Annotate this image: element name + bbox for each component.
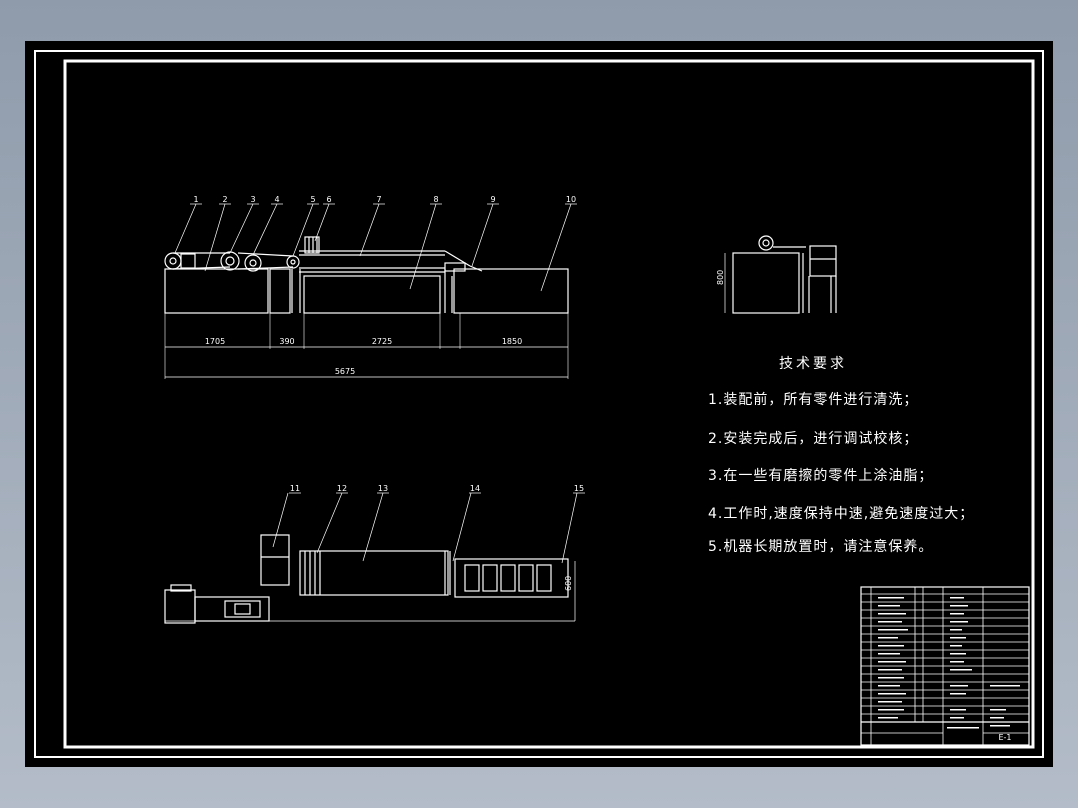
inner-frame bbox=[63, 59, 1035, 749]
top-view bbox=[164, 492, 578, 624]
end-frame bbox=[732, 252, 800, 314]
top-view-balloons: 11 12 13 14 15 bbox=[289, 484, 585, 494]
side-balloon-5: 5 bbox=[310, 195, 315, 204]
grid-section-top bbox=[454, 558, 569, 598]
gear-1 bbox=[220, 251, 240, 271]
title-block bbox=[860, 586, 1030, 746]
side-balloon-10: 10 bbox=[566, 195, 576, 204]
motor-pulley bbox=[164, 252, 182, 270]
tech-item-3: 3.在一些有磨擦的零件上涂油脂； bbox=[708, 468, 934, 484]
tech-item-5: 5.机器长期放置时，请注意保养。 bbox=[708, 539, 934, 555]
tech-item-1: 1.装配前，所有零件进行清洗； bbox=[708, 392, 919, 408]
side-view bbox=[164, 203, 572, 379]
tech-item-4: 4.工作时,速度保持中速,避免速度过大； bbox=[708, 506, 975, 522]
side-balloon-3: 3 bbox=[250, 195, 255, 204]
end-dim: 800 bbox=[716, 270, 725, 285]
idler-pulley bbox=[286, 255, 300, 269]
motor-top bbox=[164, 589, 196, 624]
main-conveyor-top bbox=[299, 550, 449, 596]
end-view bbox=[724, 235, 837, 314]
side-balloon-7: 7 bbox=[376, 195, 381, 204]
side-balloon-6: 6 bbox=[326, 195, 331, 204]
outer-frame bbox=[34, 50, 1044, 758]
dim-total: 5675 bbox=[335, 367, 355, 376]
dim-1: 1705 bbox=[205, 337, 225, 346]
base-block-right bbox=[453, 268, 569, 314]
coil bbox=[304, 236, 320, 254]
tech-requirements-title: 技术要求 bbox=[779, 356, 847, 372]
side-balloon-8: 8 bbox=[433, 195, 438, 204]
base-block-mid-small bbox=[269, 268, 291, 314]
side-balloon-9: 9 bbox=[490, 195, 495, 204]
end-roller bbox=[758, 235, 774, 251]
top-balloon-11: 11 bbox=[290, 484, 300, 493]
side-balloon-2: 2 bbox=[222, 195, 227, 204]
top-balloon-14: 14 bbox=[470, 484, 480, 493]
dim-2: 390 bbox=[279, 337, 294, 346]
top-balloon-13: 13 bbox=[378, 484, 388, 493]
side-balloon-1: 1 bbox=[193, 195, 198, 204]
end-motor bbox=[809, 245, 837, 277]
tech-item-2: 2.安装完成后，进行调试校核； bbox=[708, 431, 919, 447]
drawing-number: E-1 bbox=[998, 733, 1011, 742]
top-balloon-12: 12 bbox=[337, 484, 347, 493]
base-block-left bbox=[164, 268, 269, 314]
dim-width: 600 bbox=[564, 576, 573, 591]
hopper-top bbox=[260, 534, 290, 586]
dim-3: 2725 bbox=[372, 337, 392, 346]
top-balloon-15: 15 bbox=[574, 484, 584, 493]
title-block-marks bbox=[878, 597, 1020, 729]
base-block-center bbox=[303, 275, 441, 314]
side-balloon-4: 4 bbox=[274, 195, 279, 204]
dim-4: 1850 bbox=[502, 337, 522, 346]
side-view-balloons: 1 2 3 4 5 6 7 8 9 10 bbox=[190, 195, 577, 205]
